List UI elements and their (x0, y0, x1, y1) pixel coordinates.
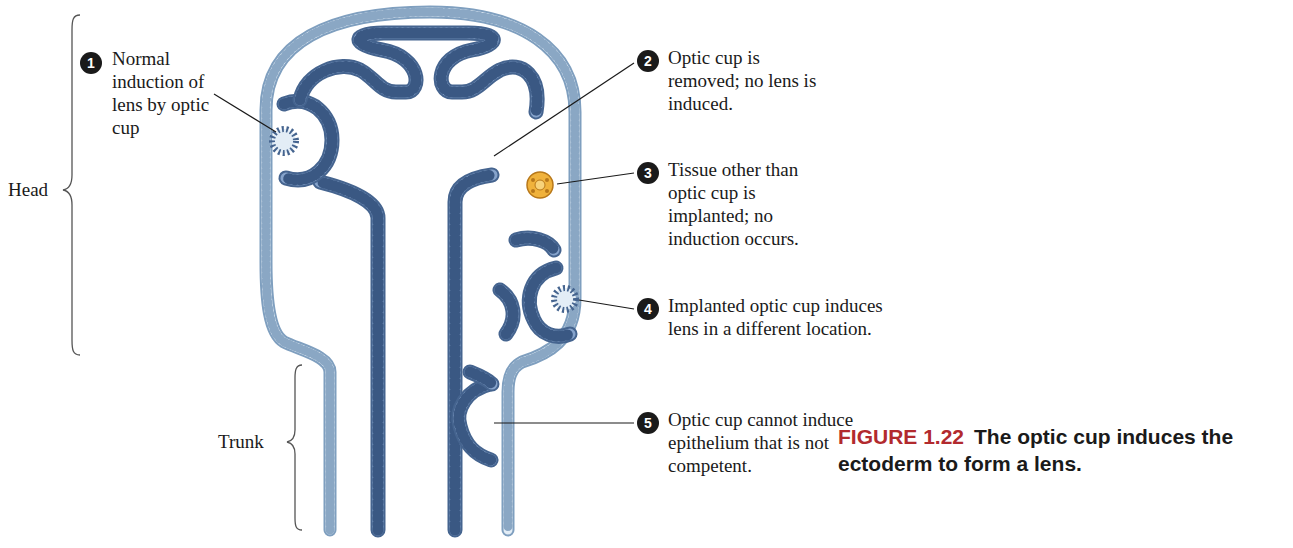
callout-number: 3 (637, 162, 659, 184)
neural-tissue (516, 238, 554, 250)
callout-number: 5 (637, 412, 659, 434)
ectoderm-layer (266, 12, 575, 530)
neural-tissue (459, 384, 491, 460)
ectoderm-layer (266, 12, 575, 530)
callout-text: Optic cup cannot induce epithelium that … (668, 408, 883, 477)
callout-number: 1 (80, 52, 102, 74)
callout-text: Implanted optic cup induces lens in a di… (668, 294, 883, 340)
neural-tissue (516, 238, 554, 250)
neural-tissue (300, 33, 537, 112)
callout-number: 2 (637, 50, 659, 72)
ectoderm-layer (266, 12, 575, 530)
neural-tissue (470, 372, 492, 384)
leader-lines (214, 63, 634, 423)
neural-tissue (320, 182, 378, 530)
neural-tissue (500, 290, 513, 334)
neural-tissue (500, 290, 513, 334)
neural-tissue (320, 182, 378, 530)
neural-tissue (500, 290, 513, 334)
figure-caption-block: FIGURE 1.22The optic cup induces the ect… (838, 423, 1290, 477)
figure-number: FIGURE 1.22 (838, 425, 964, 448)
callout-text: Optic cup is removed; no lens is induced… (668, 46, 828, 115)
neural-tissue (455, 175, 492, 530)
neural-tissue (470, 372, 492, 384)
neural-tissue (320, 182, 378, 530)
callout-number: 4 (637, 298, 659, 320)
region-label: Head (8, 178, 78, 201)
region-braces (63, 15, 302, 530)
neural-tissue (459, 384, 491, 460)
neural-tissue (459, 384, 491, 460)
tissue-layers (266, 12, 576, 530)
neural-tissue (300, 33, 537, 112)
neural-tissue (470, 372, 492, 384)
neural-tissue (300, 33, 537, 112)
region-label: Trunk (218, 430, 288, 453)
callout-text: Normal induction of lens by optic cup (112, 47, 217, 139)
neural-tissue (516, 238, 554, 250)
neural-tissue (455, 175, 492, 530)
lens (554, 288, 576, 310)
implanted-tissue (527, 172, 553, 198)
neural-tissue (455, 175, 492, 530)
lens (272, 129, 296, 153)
callout-text: Tissue other than optic cup is implanted… (668, 158, 838, 250)
